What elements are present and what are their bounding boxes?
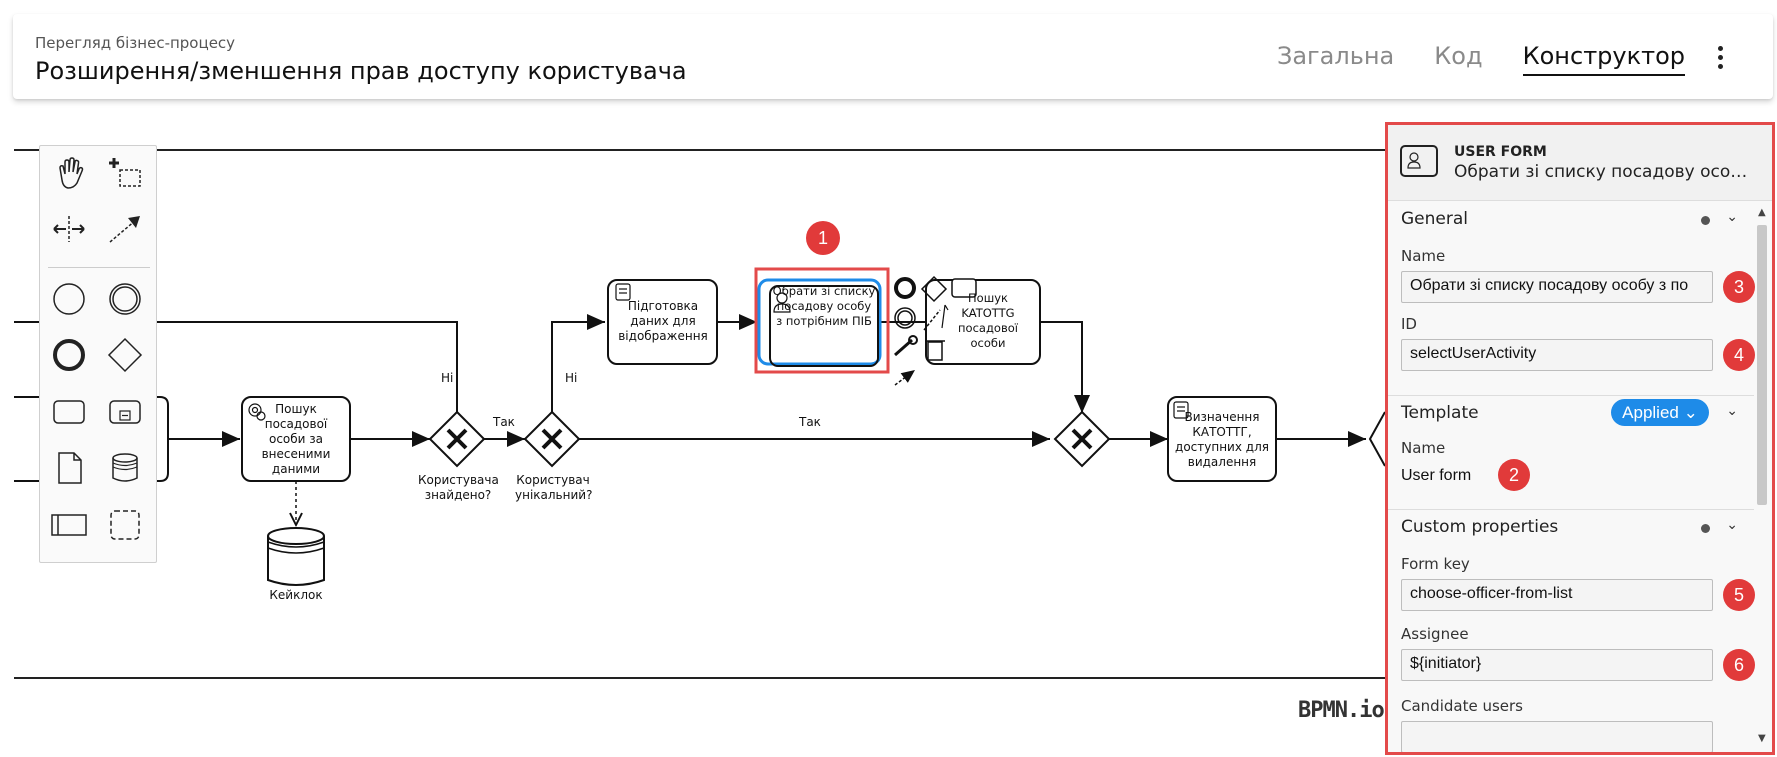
pool-icon[interactable] [46,502,92,548]
task-label-prepare-data: Підготовка даних для відображення [618,299,708,343]
task-label-determine-katottg: Визначення КАТОТТГ, доступних для видале… [1175,410,1269,469]
annotation-badge-6: 6 [1723,649,1755,681]
process-header: Перегляд бізнес-процесу Розширення/зменш… [13,14,1773,99]
flow-label-no-1: Ні [441,371,454,385]
form-key-label: Form key [1401,555,1470,573]
group-general[interactable]: General ⌄ [1388,201,1754,237]
datastore-keycloak [267,527,325,586]
tab-code[interactable]: Код [1434,42,1483,70]
flow-label-yes-1: Так [493,415,515,429]
flow-label-yes-2: Так [799,415,821,429]
template-applied-badge[interactable]: Applied ⌄ [1611,399,1709,426]
chevron-down-icon[interactable]: ⌄ [1726,209,1738,225]
global-connect-tool-icon[interactable] [102,206,148,252]
page-subtitle: Перегляд бізнес-процесу [35,34,236,52]
annotation-badge-2: 2 [1498,459,1530,491]
candidate-users-label: Candidate users [1401,697,1523,715]
group-icon[interactable] [102,502,148,548]
id-label: ID [1401,315,1417,333]
gateway-merge [1053,410,1111,468]
more-menu-icon[interactable] [1715,46,1725,72]
panel-header: USER FORM Обрати зі списку посадову особ… [1388,125,1772,201]
bpmn-diagram [14,149,1385,679]
template-name-value: User form [1401,467,1472,484]
start-event-icon[interactable] [46,276,92,322]
task-determine-katottg [1167,396,1277,482]
context-pad [894,275,977,386]
annotation-badge-1: 1 [806,221,840,255]
form-key-input[interactable]: choose-officer-from-list [1401,579,1713,611]
template-name-label: Name [1401,439,1446,457]
gateway-user-found [428,410,486,468]
user-task-icon [1400,145,1438,177]
intermediate-event-icon[interactable] [102,276,148,322]
palette-separator [48,267,150,268]
bpmn-io-logo[interactable]: BPMN.io [1298,698,1385,723]
space-tool-icon[interactable] [46,206,92,252]
tab-general[interactable]: Загальна [1276,42,1395,70]
properties-panel: USER FORM Обрати зі списку посадову особ… [1385,122,1775,755]
data-object-icon[interactable] [46,445,92,491]
chevron-down-icon[interactable]: ⌄ [1726,403,1738,419]
view-tabs: Загальна Код Конструктор [1277,42,1685,76]
group-custom-dot [1701,524,1710,533]
group-custom-properties[interactable]: Custom properties ⌄ [1388,509,1754,545]
bpmn-canvas[interactable]: Пошук посадової особи за внесеними даним… [0,100,1385,757]
task-label-search-katottg: Пошук KATOTTG посадової особи [958,291,1018,350]
group-general-dot [1701,216,1710,225]
group-template[interactable]: Template Applied ⌄ ⌄ [1388,395,1754,431]
group-template-title: Template [1401,403,1479,423]
lasso-tool-icon[interactable] [102,150,148,196]
candidate-users-input[interactable] [1401,721,1713,752]
end-event-icon[interactable] [46,332,92,378]
gateway-icon[interactable] [102,332,148,378]
group-general-title: General [1401,209,1468,229]
tool-palette [39,145,157,563]
data-store-icon[interactable] [102,445,148,491]
task-search-officer [241,396,351,482]
gateway-label-user-unique: Користувач унікальний? [515,473,593,502]
gateway-user-unique [523,410,581,468]
name-input[interactable]: Обрати зі списку посадову особу з по [1401,271,1713,303]
hand-tool-icon[interactable] [46,150,92,196]
page-title: Розширення/зменшення прав доступу корист… [35,57,687,85]
annotation-badge-3: 3 [1723,271,1755,303]
task-search-katottg [925,279,1041,365]
datastore-label: Кейклок [269,588,323,602]
assignee-label: Assignee [1401,625,1469,643]
annotation-badge-5: 5 [1723,579,1755,611]
assignee-input[interactable]: ${initiator} [1401,649,1713,681]
gateway-label-user-found: Користувача знайдено? [418,473,499,502]
subprocess-icon[interactable] [102,389,148,435]
element-type: USER FORM [1454,144,1547,160]
name-label: Name [1401,247,1446,265]
group-custom-title: Custom properties [1401,517,1559,537]
id-input[interactable]: selectUserActivity [1401,339,1713,371]
task-select-user [757,278,882,366]
task-label-search-officer: Пошук посадової особи за внесеними даним… [261,402,331,476]
element-name: Обрати зі списку посадову особу з ... [1454,162,1754,182]
task-prepare-data [607,279,718,365]
task-label-select-user: Обрати зі списку посадову особу з потріб… [772,284,876,328]
panel-scrollbar[interactable]: ▲ ▼ [1757,207,1767,744]
tab-constructor[interactable]: Конструктор [1522,42,1685,76]
annotation-badge-4: 4 [1723,339,1755,371]
chevron-down-icon[interactable]: ⌄ [1726,517,1738,533]
flow-label-no-2: Ні [565,371,578,385]
task-icon[interactable] [46,389,92,435]
